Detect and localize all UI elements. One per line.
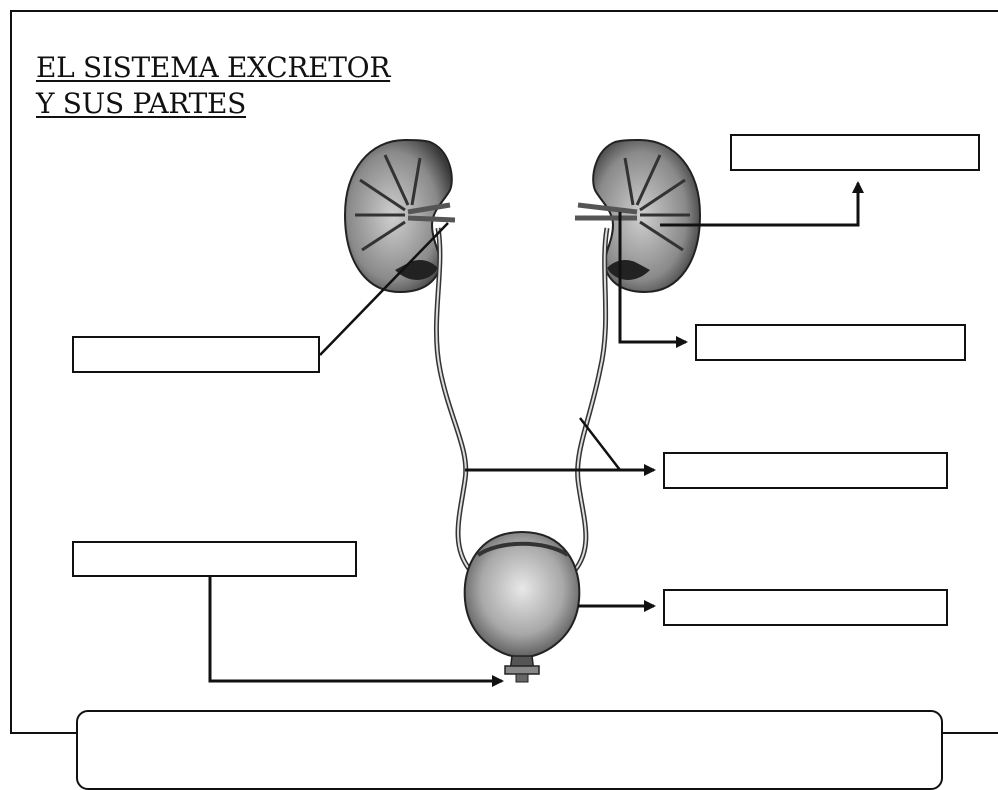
pointer-urethra-arrow (210, 576, 502, 681)
label-box-left-bottom[interactable] (72, 541, 357, 577)
label-box-right-bladder[interactable] (663, 589, 948, 626)
right-kidney (575, 140, 700, 292)
answer-area[interactable] (76, 710, 943, 790)
label-box-left-top[interactable] (72, 336, 320, 373)
label-box-right-middle[interactable] (695, 324, 966, 361)
excretory-system-diagram (0, 0, 998, 760)
label-box-right-ureter[interactable] (663, 452, 948, 489)
label-box-right-top[interactable] (730, 134, 980, 171)
left-ureter (436, 228, 470, 570)
bladder (465, 532, 580, 682)
right-ureter (575, 228, 607, 570)
pointer-ureter-line-right (580, 418, 620, 470)
